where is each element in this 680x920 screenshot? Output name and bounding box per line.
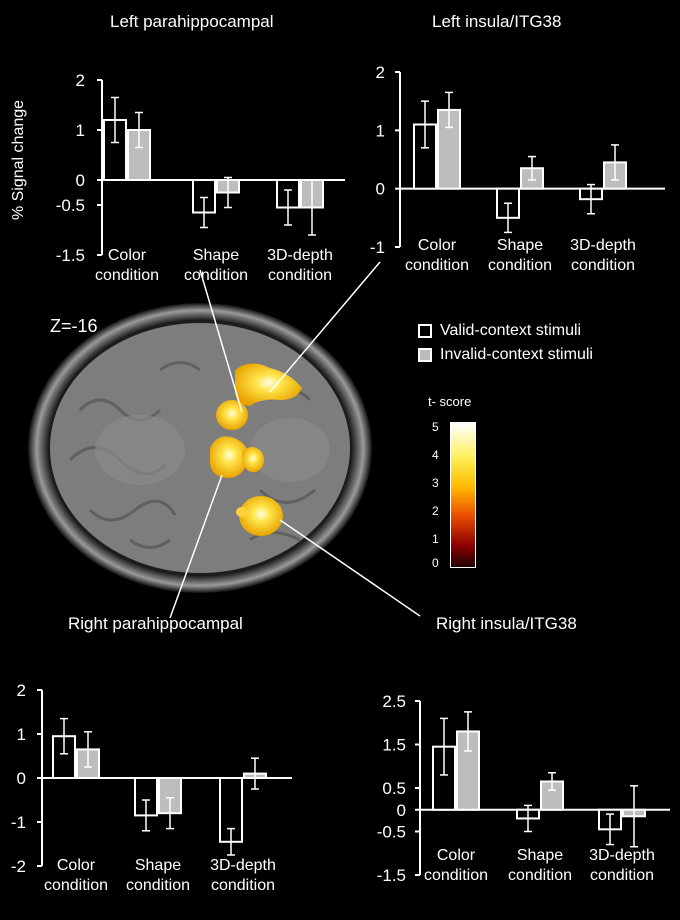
y-tick-label: 2 bbox=[76, 71, 85, 90]
error-bar bbox=[587, 183, 595, 215]
error-bar bbox=[166, 797, 174, 830]
y-tick-label: -0.5 bbox=[377, 823, 406, 842]
chart-title-top-right: Left insula/ITG38 bbox=[432, 12, 562, 31]
error-bar bbox=[504, 202, 512, 234]
legend-label-invalid: Invalid-context stimuli bbox=[440, 346, 593, 363]
y-tick-label: 0.5 bbox=[382, 779, 406, 798]
colorbar-ticks: 5 4 3 2 1 0 bbox=[432, 420, 446, 570]
error-bar bbox=[251, 757, 259, 790]
y-tick-label: 1 bbox=[76, 121, 85, 140]
legend-item-valid: Valid-context stimuli bbox=[418, 322, 593, 340]
error-bar bbox=[440, 717, 448, 776]
error-bar bbox=[630, 785, 638, 848]
y-tick-label: 1 bbox=[17, 725, 26, 744]
error-bar bbox=[548, 772, 556, 791]
legend-label-valid: Valid-context stimuli bbox=[440, 322, 582, 339]
region-label-right-insula: Right insula/ITG38 bbox=[436, 614, 577, 633]
error-bar bbox=[84, 731, 92, 768]
chart-title-top-left: Left parahippocampal bbox=[110, 12, 274, 31]
error-bar bbox=[142, 799, 150, 832]
y-tick-label: 1 bbox=[376, 121, 385, 140]
error-bar bbox=[524, 804, 532, 833]
error-bar bbox=[135, 111, 143, 149]
error-bar bbox=[528, 155, 536, 181]
colorbar bbox=[450, 422, 476, 568]
colorbar-tick: 0 bbox=[432, 556, 439, 570]
legend: Valid-context stimuli Invalid-context st… bbox=[418, 322, 593, 364]
legend-swatch-invalid bbox=[418, 348, 432, 362]
y-tick-label: -1 bbox=[370, 238, 385, 257]
y-tick-label: 0 bbox=[17, 769, 26, 788]
y-tick-label: -1.5 bbox=[377, 866, 406, 885]
slice-z-label: Z=-16 bbox=[50, 316, 98, 336]
error-bar bbox=[227, 827, 235, 856]
error-bar bbox=[284, 189, 292, 226]
legend-item-invalid: Invalid-context stimuli bbox=[418, 346, 593, 364]
error-bar bbox=[464, 711, 472, 752]
legend-swatch-valid bbox=[418, 324, 432, 338]
y-tick-label: 0 bbox=[376, 180, 385, 199]
colorbar-tick: 5 bbox=[432, 420, 439, 434]
colorbar-tick: 4 bbox=[432, 448, 439, 462]
colorbar-tick: 1 bbox=[432, 532, 439, 546]
error-bar bbox=[111, 96, 119, 144]
colorbar-title: t- score bbox=[428, 394, 472, 409]
y-tick-label: 1.5 bbox=[382, 736, 406, 755]
y-tick-label: 0 bbox=[76, 171, 85, 190]
region-label-right-parahippocampal: Right parahippocampal bbox=[68, 614, 243, 633]
error-bar bbox=[606, 813, 614, 846]
error-bar bbox=[308, 179, 316, 236]
error-bar bbox=[60, 717, 68, 755]
error-bar bbox=[421, 100, 429, 149]
y-tick-label: 0 bbox=[397, 801, 406, 820]
y-tick-label: -0.5 bbox=[56, 196, 85, 215]
error-bar bbox=[200, 196, 208, 229]
y-tick-label: 2 bbox=[376, 63, 385, 82]
y-tick-label: 2.5 bbox=[382, 692, 406, 711]
colorbar-tick: 2 bbox=[432, 504, 439, 518]
error-bar bbox=[445, 91, 453, 129]
y-tick-label: 2 bbox=[17, 681, 26, 700]
y-tick-label: -1.5 bbox=[56, 246, 85, 265]
error-bar bbox=[224, 176, 232, 209]
error-bar bbox=[611, 144, 619, 181]
y-tick-label: -1 bbox=[11, 813, 26, 832]
colorbar-tick: 3 bbox=[432, 476, 439, 490]
y-tick-label: -2 bbox=[11, 857, 26, 876]
